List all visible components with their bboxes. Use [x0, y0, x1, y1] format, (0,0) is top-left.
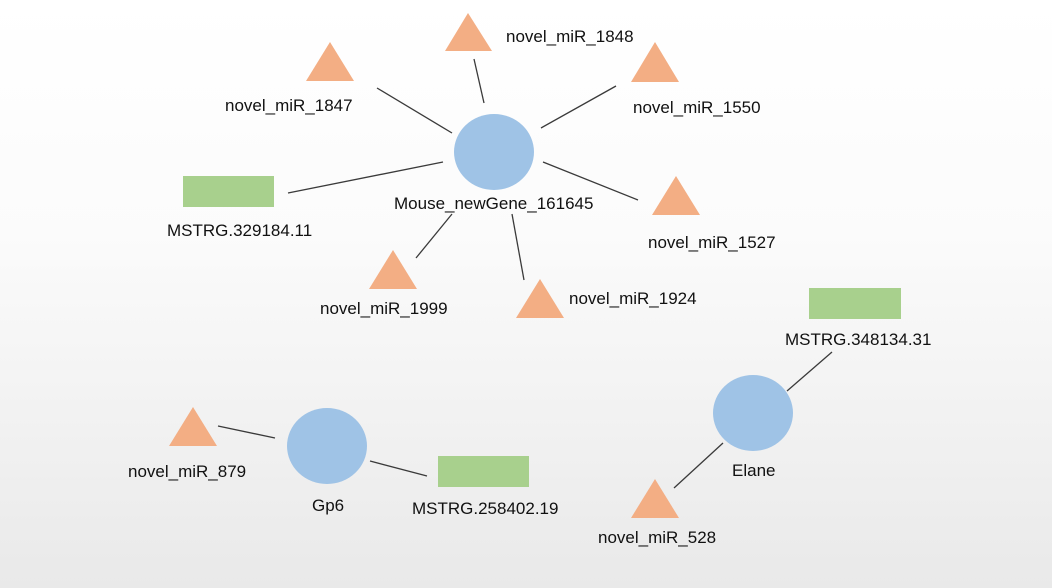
node-gp6-circle[interactable] — [287, 408, 367, 484]
node-mstrg-258402-rect[interactable] — [438, 456, 529, 487]
edge-mouse-newgene-mstrg-329184 — [287, 161, 444, 194]
edge-mouse-newgene-novel-mir-1848 — [473, 58, 485, 104]
edge-mouse-newgene-novel-mir-1847 — [376, 87, 453, 134]
edge-mouse-newgene-novel-mir-1924 — [511, 213, 525, 281]
edge-elane-novel-mir-528 — [673, 442, 724, 489]
label-novel-mir-879: novel_miR_879 — [128, 462, 246, 481]
label-mstrg-348134: MSTRG.348134.31 — [785, 330, 931, 349]
label-gp6: Gp6 — [312, 496, 344, 515]
edge-gp6-mstrg-258402 — [369, 460, 428, 477]
node-novel-mir-528-triangle[interactable] — [631, 479, 679, 518]
node-novel-mir-1999-triangle[interactable] — [369, 250, 417, 289]
node-novel-mir-1848-triangle[interactable] — [445, 13, 492, 51]
node-mstrg-348134-rect[interactable] — [809, 288, 901, 319]
node-elane-circle[interactable] — [713, 375, 793, 451]
node-novel-mir-1550-triangle[interactable] — [631, 42, 679, 82]
node-mouse-newgene-circle[interactable] — [454, 114, 534, 190]
node-novel-mir-1924-triangle[interactable] — [516, 279, 564, 318]
label-elane: Elane — [732, 461, 775, 480]
label-novel-mir-1848: novel_miR_1848 — [506, 27, 634, 46]
label-novel-mir-528: novel_miR_528 — [598, 528, 716, 547]
edge-mouse-newgene-novel-mir-1527 — [542, 161, 639, 201]
edge-mouse-newgene-novel-mir-1999 — [415, 213, 453, 259]
node-novel-mir-1847-triangle[interactable] — [306, 42, 354, 81]
edge-elane-mstrg-348134 — [786, 351, 833, 392]
edge-gp6-novel-mir-879 — [217, 425, 276, 439]
label-mstrg-329184: MSTRG.329184.11 — [167, 221, 312, 240]
label-novel-mir-1999: novel_miR_1999 — [320, 299, 448, 318]
edge-mouse-newgene-novel-mir-1550 — [540, 85, 617, 129]
label-novel-mir-1924: novel_miR_1924 — [569, 289, 697, 308]
label-novel-mir-1550: novel_miR_1550 — [633, 98, 761, 117]
label-mstrg-258402: MSTRG.258402.19 — [412, 499, 558, 518]
node-mstrg-329184-rect[interactable] — [183, 176, 274, 207]
label-mouse-newgene: Mouse_newGene_161645 — [394, 194, 593, 213]
label-novel-mir-1527: novel_miR_1527 — [648, 233, 776, 252]
node-novel-mir-879-triangle[interactable] — [169, 407, 217, 446]
edges — [217, 58, 833, 489]
label-novel-mir-1847: novel_miR_1847 — [225, 96, 353, 115]
node-novel-mir-1527-triangle[interactable] — [652, 176, 700, 215]
